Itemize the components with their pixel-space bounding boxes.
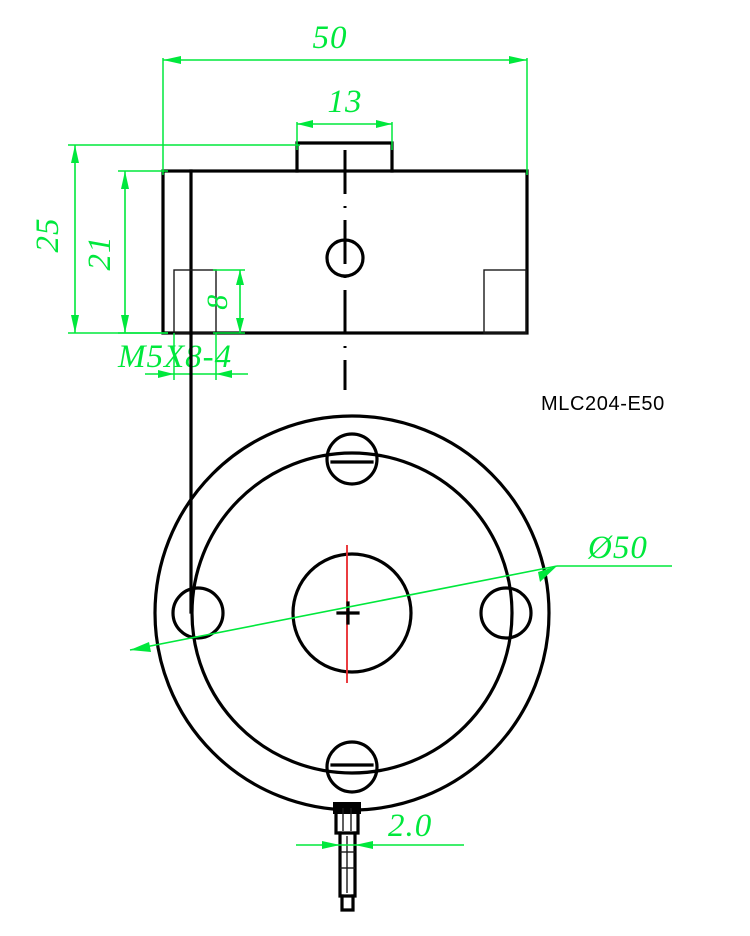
m5-hole-left [173,269,217,334]
center-bore-circle [291,552,413,674]
cable-gland-base [333,802,361,814]
note-m5-text: M5X8-4 [117,339,232,375]
note-m5-arrow-left [158,370,174,378]
mounting-hole-left [171,586,225,640]
dim-25-arrow-bottom [71,315,79,333]
dim-13-arrow-left [297,120,313,128]
dim-13-text: 13 [328,84,363,120]
dim-21-text: 21 [82,236,118,271]
note-m5-arrow-right [216,370,232,378]
dim-dia50-arrow-right [538,566,557,582]
mounting-hole-bottom [325,740,379,794]
dim-50-arrow-right [509,56,527,64]
side-view-dimensions: 50 13 25 21 [30,20,528,380]
bolt-pitch-circle [190,451,514,775]
dim-cable-arrow-left [322,841,340,849]
dim-cable-arrow-right [355,841,373,849]
side-view-center-bore [325,238,365,278]
dim-dia50-text: Ø50 [587,530,648,566]
bottom-view-dimensions: Ø50 2.0 [129,530,672,849]
dim-8-text: 8 [201,294,234,310]
dim-8-arrow-top [236,270,244,285]
bottom-view-geometry [153,331,551,912]
dim-dia50-leader [129,565,558,651]
mounting-hole-top [325,432,379,486]
dim-dia50-arrow-left [130,642,151,652]
dim-cable-text: 2.0 [388,808,432,844]
dim-21-arrow-bottom [121,315,129,333]
cable-tip [340,894,355,912]
dim-13-arrow-right [376,120,392,128]
dim-50-arrow-left [163,56,181,64]
part-number-label: MLC204-E50 [541,393,665,415]
m5-hole-right [483,269,527,334]
dim-8-arrow-bottom [236,318,244,333]
dim-25-text: 25 [30,218,66,253]
side-view-geometry [161,141,529,390]
dim-25-arrow-top [71,145,79,163]
dim-50-text: 50 [313,20,348,56]
cable-sheath [338,831,357,898]
cable-gland-body [334,804,360,835]
mounting-hole-right [479,586,533,640]
dim-21-arrow-top [121,171,129,189]
side-view-top-boss [295,141,394,173]
